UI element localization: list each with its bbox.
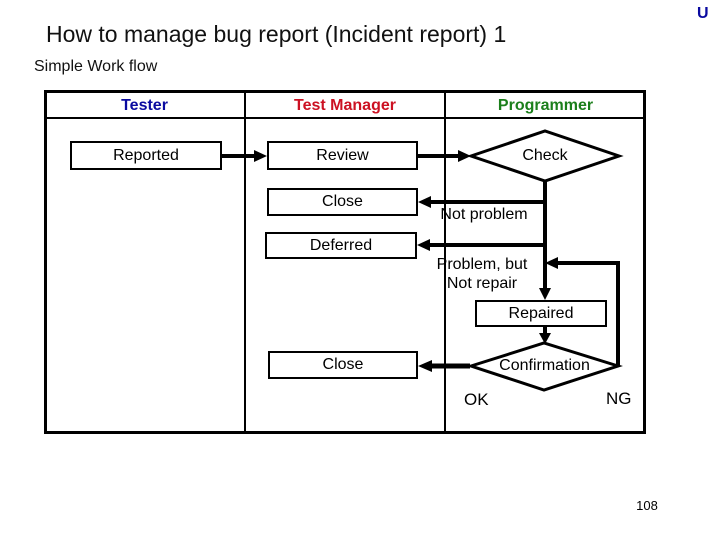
edge-label-ok: OK [464,390,489,409]
page-subtitle: Simple Work flow [34,58,158,75]
node-review: Review [267,141,418,170]
column-header-test-manager: Test Manager [294,97,396,114]
node-close-ok: Close [268,351,418,379]
column-header-tester: Tester [121,97,168,114]
edge-label-problem-but: Problem, but [436,256,528,273]
watermark-u: U [697,5,709,22]
edge-label-not-problem: Not problem [440,206,528,223]
node-reported: Reported [70,141,222,170]
page-number: 108 [636,498,658,513]
column-divider-2 [444,90,446,434]
column-header-programmer: Programmer [497,97,594,114]
header-divider [44,117,646,119]
node-deferred: Deferred [265,232,417,259]
node-check-label: Check [522,147,568,164]
page-title: How to manage bug report (Incident repor… [46,21,507,47]
node-confirmation-label: Confirmation [499,357,590,374]
node-repaired: Repaired [475,300,607,327]
edge-label-ng: NG [606,389,632,408]
edge-label-not-repair: Not repair [446,275,518,292]
node-close-not-problem: Close [267,188,418,216]
column-divider-1 [244,90,246,434]
